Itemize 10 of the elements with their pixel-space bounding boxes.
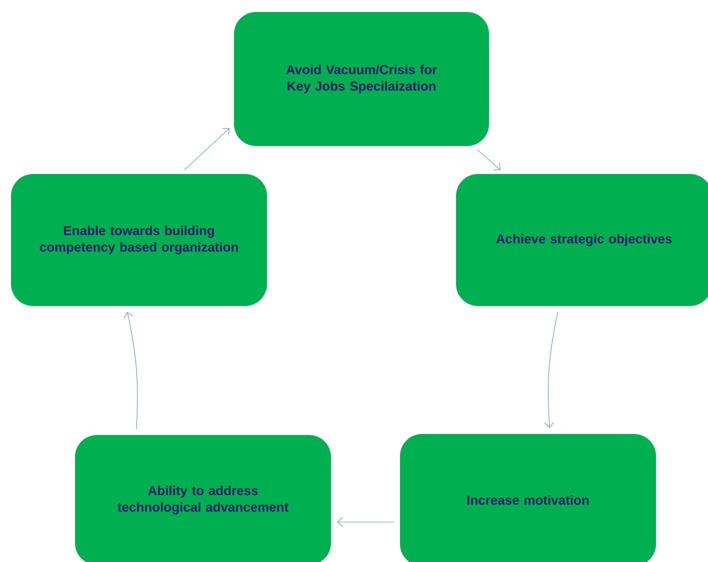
arrow bbox=[477, 150, 500, 170]
process-box: Achieve strategic objectives bbox=[456, 174, 708, 306]
arrow bbox=[124, 312, 138, 430]
arrow bbox=[184, 128, 230, 170]
process-box: Avoid Vacuum/Crisis for Key Jobs Specilaization bbox=[234, 12, 489, 146]
process-box: Ability to address technological advancement bbox=[75, 435, 331, 562]
process-box: Enable towards building competency based organization bbox=[11, 174, 267, 306]
arrow bbox=[544, 312, 558, 428]
arrow bbox=[337, 517, 394, 527]
process-box: Increase motivation bbox=[400, 434, 656, 562]
